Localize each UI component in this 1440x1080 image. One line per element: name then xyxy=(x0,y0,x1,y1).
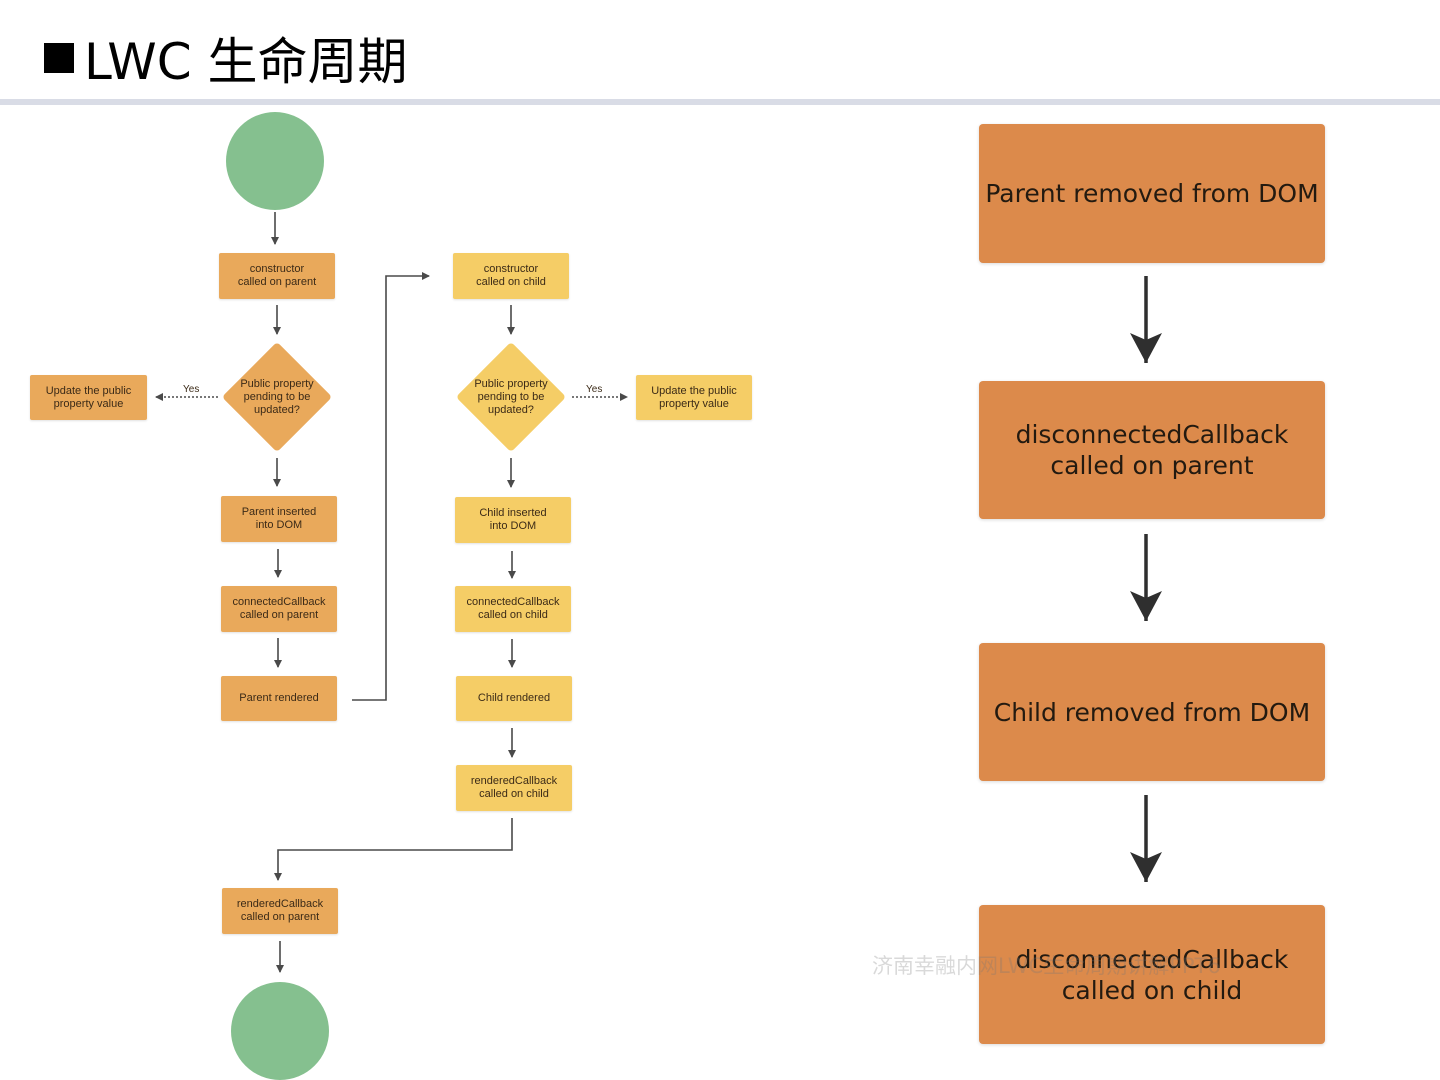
child-rendered-box: Child rendered xyxy=(456,676,572,721)
child-decision-text: Public property pending to be updated? xyxy=(474,377,548,416)
child-inserted-box: Child inserted into DOM xyxy=(455,497,571,543)
arrow-parent-rendered-to-child-constructor xyxy=(352,272,430,701)
child-yes-label: Yes xyxy=(586,384,603,395)
child-constructor-box: constructor called on child xyxy=(453,253,569,299)
child-update-box: Update the public property value xyxy=(636,375,752,420)
child-decision-diamond: Public property pending to be updated? xyxy=(455,341,567,453)
title-divider xyxy=(0,99,1440,105)
page-title-text: LWC 生命周期 xyxy=(84,33,408,91)
child-removed-box: Child removed from DOM xyxy=(979,643,1325,781)
parent-rendered-callback-box: renderedCallback called on parent xyxy=(222,888,338,934)
parent-update-box: Update the public property value xyxy=(30,375,147,420)
page-title: LWC 生命周期 xyxy=(44,28,408,91)
arrow-child-callback-to-parent-callback xyxy=(274,818,513,881)
square-bullet-icon xyxy=(44,43,74,73)
watermark: 济南幸融内网LWC生命周期讲解PPT6 xyxy=(872,954,1221,978)
parent-rendered-box: Parent rendered xyxy=(221,676,337,721)
child-rendered-callback-box: renderedCallback called on child xyxy=(456,765,572,811)
end-circle xyxy=(231,982,329,1080)
parent-decision-diamond: Public property pending to be updated? xyxy=(221,341,333,453)
disconnected-parent-box: disconnectedCallback called on parent xyxy=(979,381,1325,519)
disconnected-child-box: disconnectedCallback called on child xyxy=(979,905,1325,1044)
parent-constructor-box: constructor called on parent xyxy=(219,253,335,299)
parent-decision-text: Public property pending to be updated? xyxy=(240,377,314,416)
parent-inserted-box: Parent inserted into DOM xyxy=(221,496,337,542)
parent-connected-box: connectedCallback called on parent xyxy=(221,586,337,632)
parent-removed-box: Parent removed from DOM xyxy=(979,124,1325,263)
start-circle xyxy=(226,112,324,210)
parent-yes-label: Yes xyxy=(183,384,200,395)
child-connected-box: connectedCallback called on child xyxy=(455,586,571,632)
